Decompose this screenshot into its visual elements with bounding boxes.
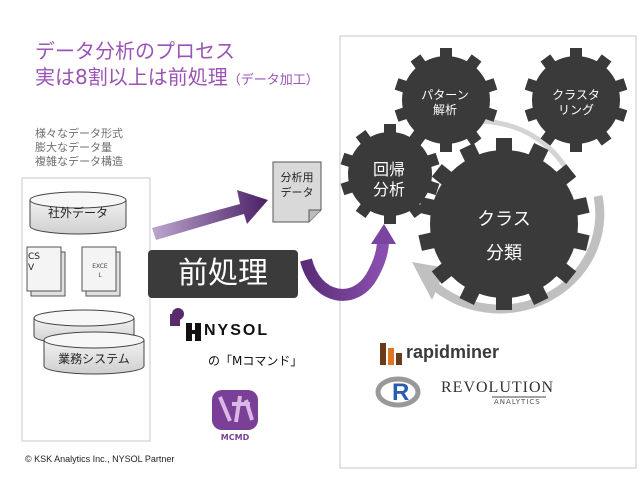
return-curve-arrow	[300, 224, 396, 301]
r-logo	[375, 376, 421, 408]
source-panel	[21, 177, 151, 442]
preprocessing-label: 前処理	[178, 256, 268, 291]
external-data-label: 社外データ	[47, 206, 108, 220]
analysis-panel	[339, 35, 637, 469]
revolution-sub: ANALYTICS	[494, 398, 541, 406]
csv-label: CS V	[28, 252, 40, 273]
business-system-db	[33, 309, 145, 375]
external-data-db	[29, 191, 127, 235]
gear-pattern-label: パターン 解析	[421, 88, 469, 117]
page-title-line1: データ分析のプロセス	[35, 39, 235, 63]
gear-regression-icon	[340, 124, 440, 224]
gear-classification-label: クラス 分類	[477, 209, 531, 264]
revolution-wordmark: REVOLUTION	[441, 379, 555, 396]
gear-regression-label: 回帰 分析	[372, 160, 405, 199]
r-wordmark: R	[392, 379, 410, 406]
flow-arrow	[152, 190, 268, 240]
gear-cluster-label: クラスタ リング	[552, 88, 600, 117]
copyright-footer: © KSK Analytics Inc., NYSOL Partner	[25, 454, 175, 464]
gear-cluster-icon	[524, 48, 628, 152]
nysol-wordmark: NYSOL	[204, 322, 270, 339]
page-title-line2: 実は8割以上は前処理（データ加工）	[35, 64, 319, 94]
mcmd-caption: の「Mコマンド」	[208, 354, 303, 368]
mcmd-logo-text: MCMD	[220, 433, 250, 442]
csv-doc-icon	[26, 246, 66, 297]
descriptor-volume: 膨大なデータ量	[35, 141, 112, 154]
analysis-doc-label: 分析用 データ	[280, 171, 314, 199]
business-system-label: 業務システム	[58, 352, 130, 366]
nysol-logo	[170, 308, 201, 341]
analysis-doc-icon	[272, 161, 322, 223]
descriptor-formats: 様々なデータ形式	[35, 127, 123, 140]
gear-classification-icon	[418, 138, 590, 310]
rapidminer-logo	[380, 343, 402, 365]
excel-label: EXCE L	[92, 263, 108, 279]
rapidminer-wordmark: rapidminer	[406, 342, 500, 362]
descriptor-structure: 複雑なデータ構造	[35, 155, 123, 168]
preprocessing-box	[148, 250, 298, 298]
title-main: 実は8割以上は前処理	[35, 65, 228, 89]
excel-doc-icon	[81, 246, 121, 297]
title-sub: （データ加工）	[227, 73, 319, 88]
mcmd-logo	[212, 390, 258, 430]
